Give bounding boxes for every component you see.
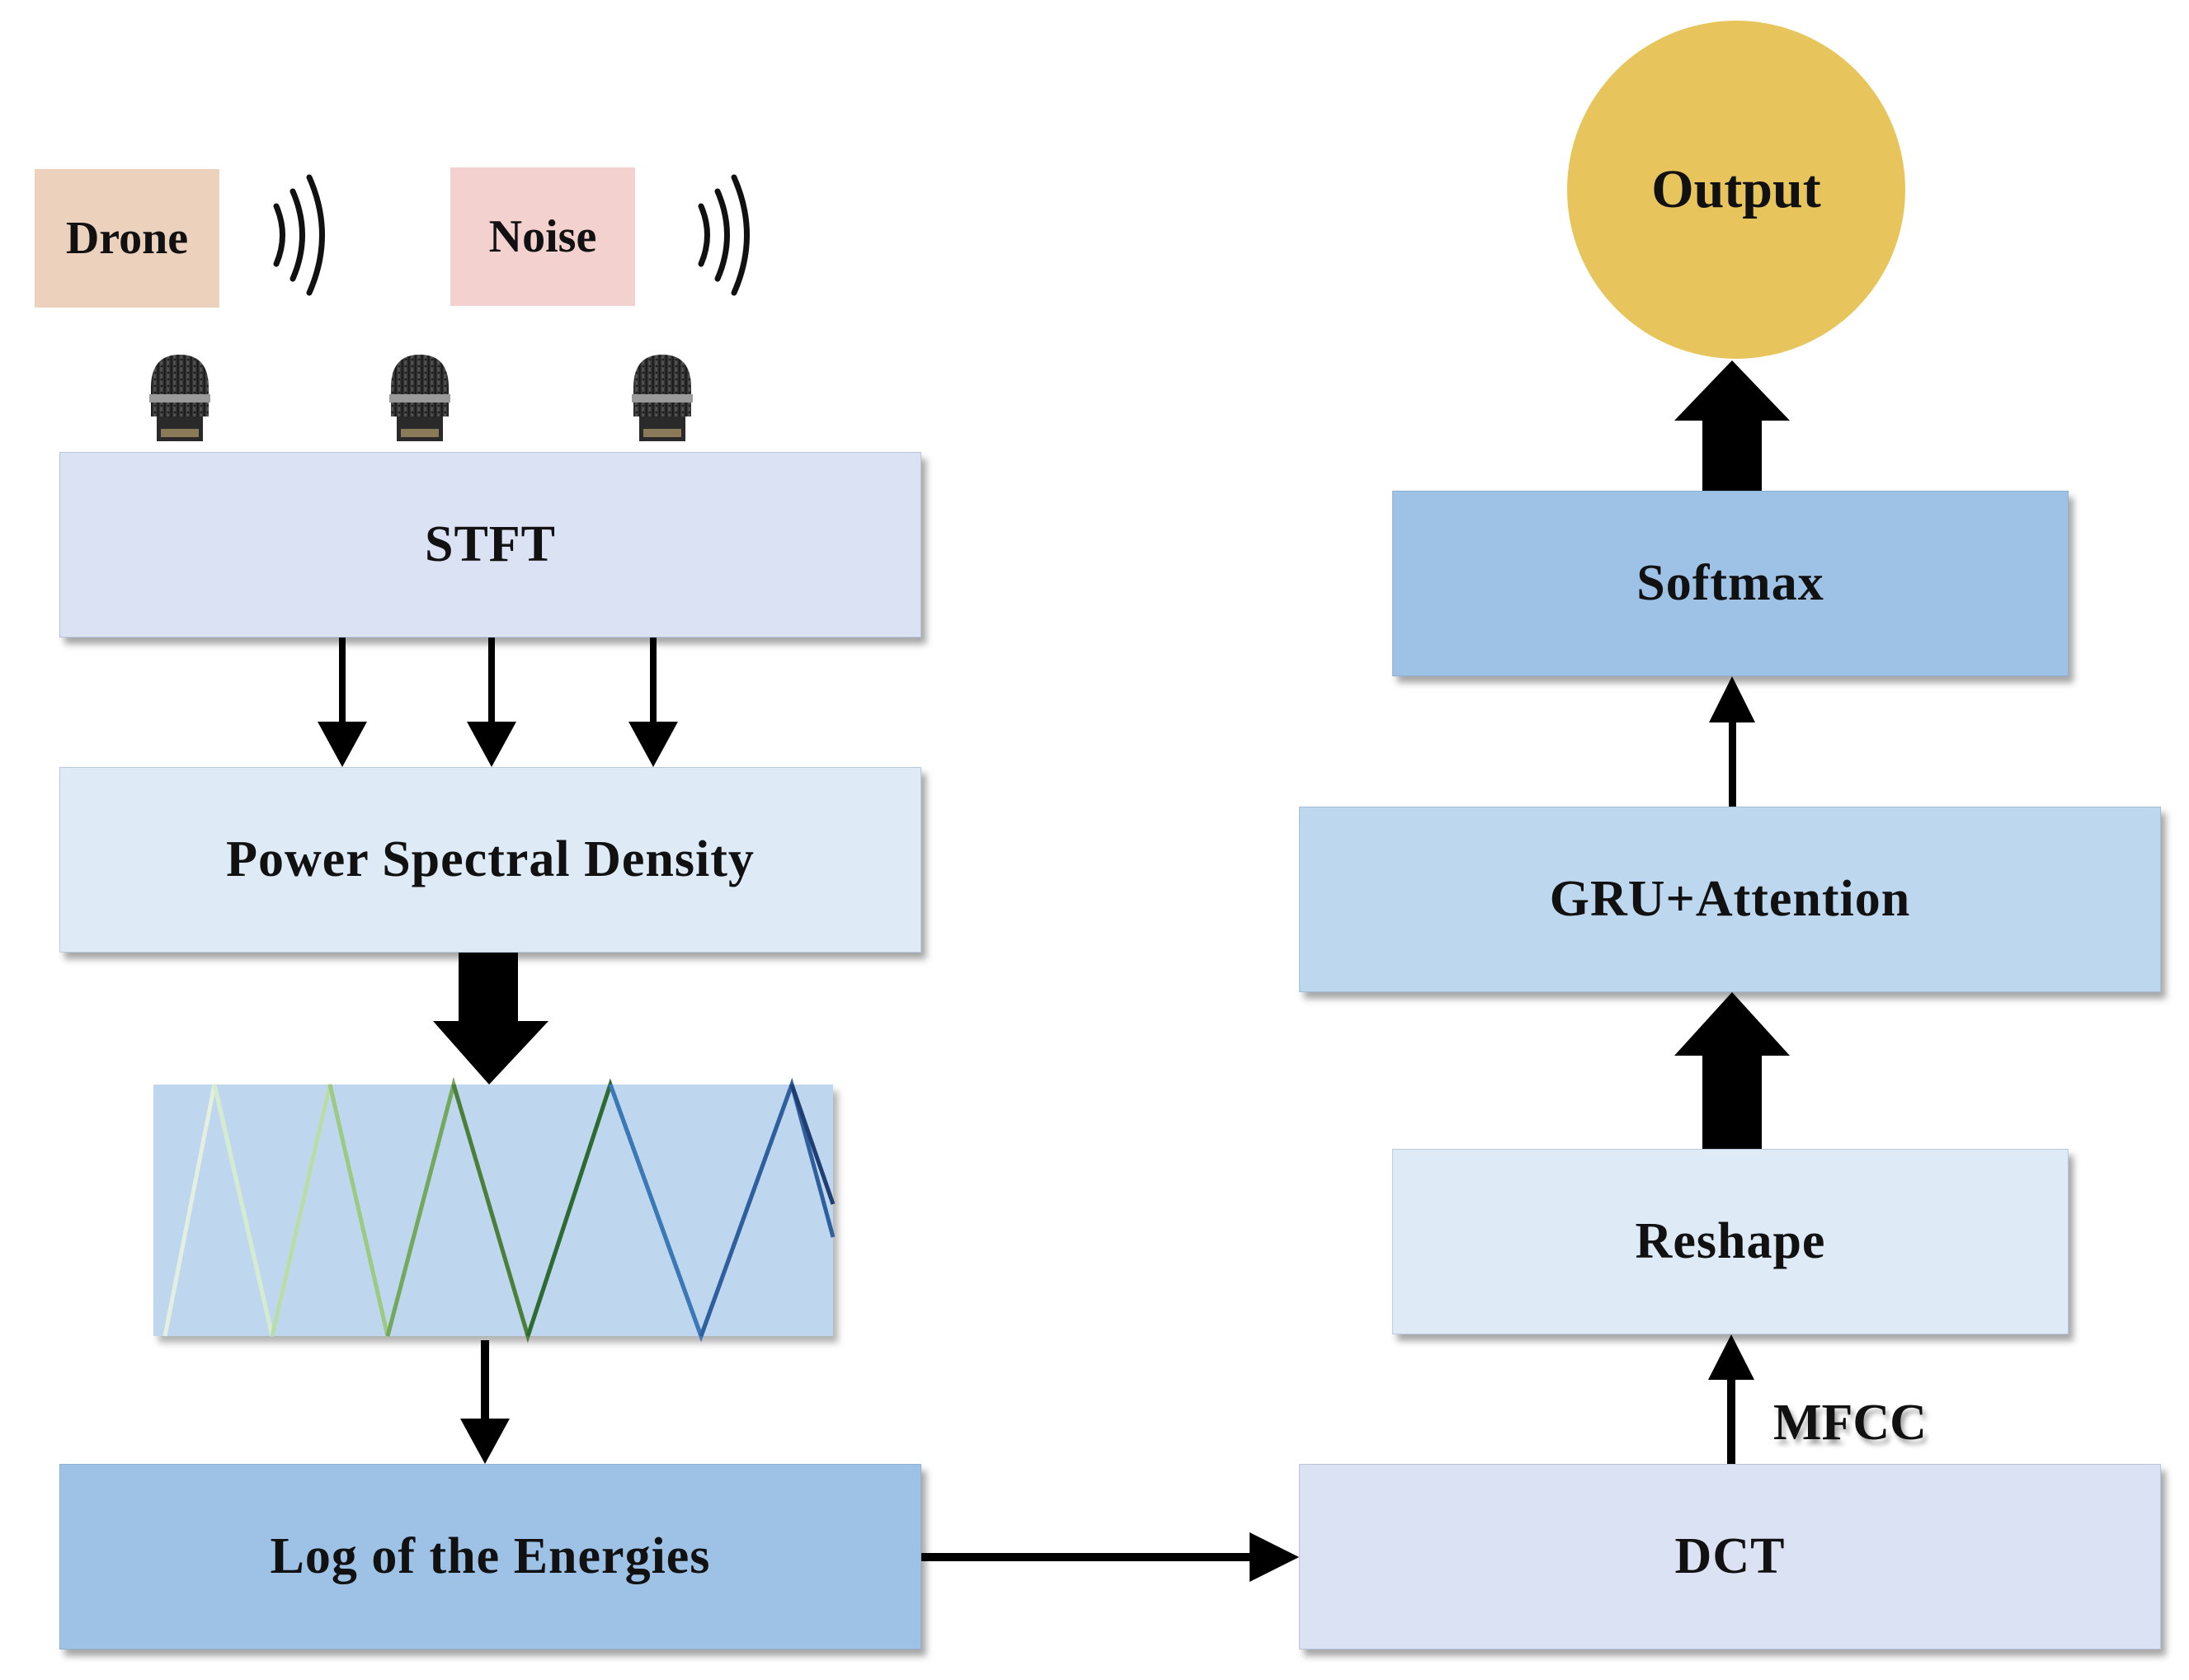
drone-source-box: Drone: [35, 169, 219, 308]
filterbank-to-log-arrow: [460, 1340, 510, 1464]
dct-label: DCT: [1674, 1528, 1786, 1584]
microphone-icon: [389, 355, 450, 441]
log-to-dct-arrow: [921, 1532, 1299, 1582]
psd-label: Power Spectral Density: [226, 831, 755, 887]
log-energies-label: Log of the Energies: [270, 1528, 711, 1584]
microphone-icon: [632, 355, 693, 441]
softmax-to-output-arrow: [1674, 360, 1790, 491]
dct-block: DCT: [1299, 1464, 2161, 1649]
reshape-block: Reshape: [1392, 1149, 2069, 1334]
stft-to-psd-arrows: [318, 638, 678, 767]
mel-filterbank-lines: [162, 1076, 836, 1344]
output-node: Output: [1567, 21, 1905, 359]
sound-wave-icon: [698, 174, 750, 296]
gru-to-softmax-arrow: [1709, 676, 1755, 807]
microphone-icon: [149, 355, 210, 441]
mel-filterbank-icon: [153, 1085, 833, 1336]
noise-source-box: Noise: [450, 167, 635, 306]
mfcc-label: MFCC: [1773, 1395, 1927, 1451]
psd-to-filterbank-arrow: [433, 953, 548, 1085]
stft-label: STFT: [424, 516, 557, 572]
drone-label: Drone: [65, 213, 189, 264]
reshape-label: Reshape: [1635, 1213, 1826, 1269]
stft-block: STFT: [59, 452, 921, 638]
gru-attention-label: GRU+Attention: [1549, 871, 1911, 927]
output-label: Output: [1651, 159, 1821, 219]
psd-block: Power Spectral Density: [59, 767, 921, 953]
sound-wave-icon: [273, 174, 325, 296]
noise-label: Noise: [488, 211, 597, 262]
dct-to-reshape-arrow: [1708, 1334, 1754, 1464]
log-energies-block: Log of the Energies: [59, 1464, 921, 1649]
softmax-block: Softmax: [1392, 491, 2069, 676]
reshape-to-gru-arrow: [1674, 992, 1790, 1149]
gru-attention-block: GRU+Attention: [1299, 807, 2161, 992]
softmax-label: Softmax: [1636, 555, 1824, 611]
